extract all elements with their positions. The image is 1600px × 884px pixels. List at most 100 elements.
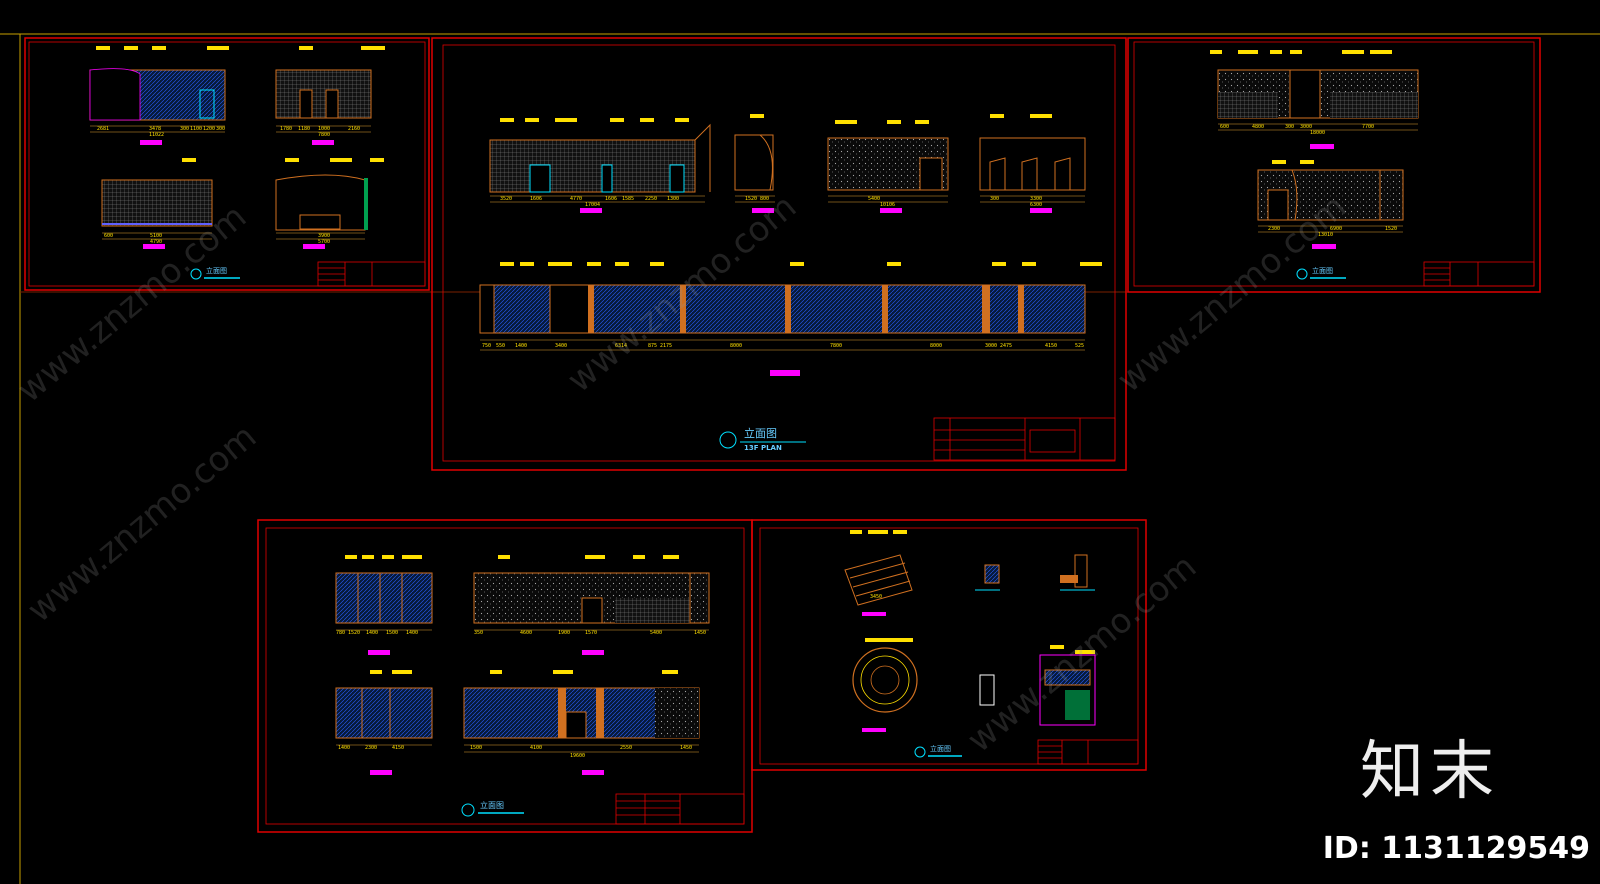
title-block xyxy=(317,261,426,287)
elevation-i xyxy=(335,687,433,739)
dim-label: 1606 xyxy=(605,196,617,202)
dim-label: 4100 xyxy=(530,745,542,751)
dim-label: 1500 xyxy=(386,630,398,636)
watermark-brand: 知末 xyxy=(1360,735,1500,809)
elevation-main-top xyxy=(489,123,711,193)
dim-label: 4770 xyxy=(570,196,582,202)
elevation-a xyxy=(89,68,226,121)
view-marker-icon xyxy=(190,268,202,280)
dimension-lines xyxy=(480,195,1085,351)
dim-label: 525 xyxy=(1075,343,1084,349)
sheet-4[interactable]: 780 1520 1400 1500 1400 350 4600 1900 15… xyxy=(257,519,753,833)
dim-label: 7800 xyxy=(318,132,330,138)
dim-label: 550 xyxy=(496,343,505,349)
sheet-title: 立面图 xyxy=(480,800,504,810)
dim-label: 8000 xyxy=(730,343,742,349)
elevation-section-3 xyxy=(979,137,1086,191)
title-block xyxy=(615,793,745,825)
detail-beam xyxy=(844,554,913,606)
dim-label: 1200 xyxy=(203,126,215,132)
dimension-lines xyxy=(336,629,709,753)
dim-label: 1520 xyxy=(348,630,360,636)
detail-ring xyxy=(852,647,918,713)
dim-label: 600 xyxy=(104,233,113,239)
dim-label: 3900 xyxy=(318,233,330,239)
dim-label: 3000 xyxy=(1300,124,1312,130)
sheet-2[interactable]: 3520 1606 4770 1606 1585 2250 1300 17004… xyxy=(431,37,1127,471)
dim-label: 300 xyxy=(180,126,189,132)
elevation-section-2 xyxy=(827,137,949,191)
dim-label: 1400 xyxy=(366,630,378,636)
dim-label: 5100 xyxy=(150,233,162,239)
dim-label: 4600 xyxy=(520,630,532,636)
dim-label: 1000 xyxy=(318,126,330,132)
dim-label: 10106 xyxy=(880,202,895,208)
view-tags xyxy=(1310,144,1336,249)
dim-label: 3478 xyxy=(149,126,161,132)
title-block xyxy=(933,417,1116,461)
dim-label: 2550 xyxy=(620,745,632,751)
dim-label: 5400 xyxy=(868,196,880,202)
dim-label: 7800 xyxy=(830,343,842,349)
dim-label: 1780 xyxy=(280,126,292,132)
title-block xyxy=(1423,261,1535,287)
sheet-5[interactable]: 3450 立面图 xyxy=(751,519,1147,771)
dim-label: 5400 xyxy=(650,630,662,636)
watermark-id: ID: 1131129549 xyxy=(1322,831,1590,866)
sheet-1[interactable]: 2681 3478 11022 300 1100 1200 300 1780 1… xyxy=(24,37,430,291)
dim-label: 1450 xyxy=(694,630,706,636)
dimension-lines xyxy=(90,125,371,240)
dim-label: 300 xyxy=(1285,124,1294,130)
dim-label: 11022 xyxy=(149,132,164,138)
dim-label: 3400 xyxy=(555,343,567,349)
callout-labels xyxy=(850,530,1095,654)
dim-label: 1520 xyxy=(1385,226,1397,232)
dim-label: 2160 xyxy=(348,126,360,132)
dim-label: 17004 xyxy=(585,202,600,208)
view-marker-icon xyxy=(1296,268,1308,280)
dim-label: 2300 xyxy=(365,745,377,751)
sheet-title: 立面图 xyxy=(206,266,227,275)
elevation-long xyxy=(479,284,1086,334)
dim-label: 300 xyxy=(216,126,225,132)
dim-label: 750 xyxy=(482,343,491,349)
dim-label: 1400 xyxy=(406,630,418,636)
dim-label: 875 xyxy=(648,343,657,349)
dim-label: 5700 xyxy=(318,239,330,245)
dim-label: 1585 xyxy=(622,196,634,202)
dim-label: 4150 xyxy=(1045,343,1057,349)
view-marker-icon xyxy=(461,803,475,817)
view-marker-icon xyxy=(719,431,737,449)
callout-labels xyxy=(96,46,385,162)
elevation-e xyxy=(1217,69,1419,119)
sheet-title: 立面图 xyxy=(1312,266,1333,275)
dim-label: 1100 xyxy=(190,126,202,132)
detail-small-1 xyxy=(975,564,1000,591)
dim-label: 3520 xyxy=(500,196,512,202)
dim-label: 1180 xyxy=(298,126,310,132)
callout-labels xyxy=(1210,50,1392,164)
dim-label: 1400 xyxy=(515,343,527,349)
dim-label: 4150 xyxy=(392,745,404,751)
view-tags xyxy=(862,612,886,732)
dim-label: 350 xyxy=(474,630,483,636)
title-block xyxy=(1037,739,1139,765)
dim-label: 1606 xyxy=(530,196,542,202)
dim-label: 2475 xyxy=(1000,343,1012,349)
elevation-h xyxy=(473,572,710,624)
dim-label: 1900 xyxy=(558,630,570,636)
dim-label: 6314 xyxy=(615,343,627,349)
dim-label: 300 xyxy=(990,196,999,202)
dim-label: 6300 xyxy=(1030,202,1042,208)
dim-label: 1450 xyxy=(680,745,692,751)
sheet-3[interactable]: 600 4800 300 3000 7700 18000 2300 6900 1… xyxy=(1127,37,1541,293)
sheet-title: 立面图 xyxy=(930,744,951,753)
dim-label: 1520 xyxy=(745,196,757,202)
dim-label: 780 xyxy=(336,630,345,636)
dim-label: 13010 xyxy=(1318,232,1333,238)
view-tags xyxy=(140,140,334,249)
dim-label: 600 xyxy=(1220,124,1229,130)
dimension-lines xyxy=(1218,123,1418,233)
callout-labels xyxy=(500,114,1102,266)
